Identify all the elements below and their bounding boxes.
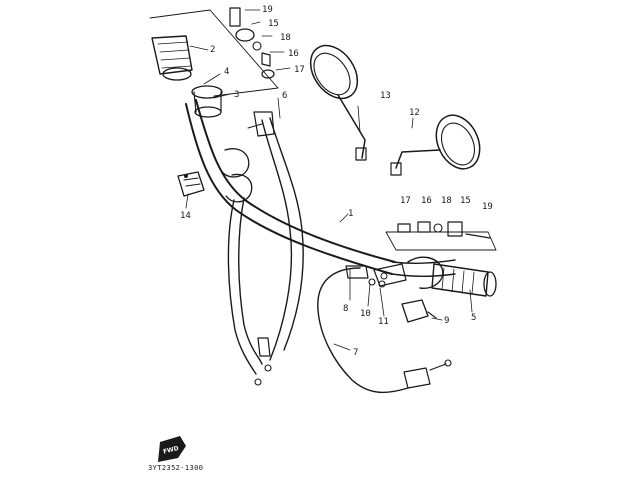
- cable-part-7: [317, 267, 452, 394]
- callout-15: 15: [268, 19, 279, 29]
- callout-5: 5: [471, 313, 476, 323]
- callout-14: 14: [180, 211, 191, 221]
- callout-18: 18: [280, 33, 291, 43]
- callout-6: 6: [282, 91, 287, 101]
- handlebar-assembly: [185, 99, 456, 277]
- right-switch-housing: [373, 256, 444, 289]
- right-bracket-frame: [385, 231, 497, 251]
- callout-7: 7: [353, 348, 358, 358]
- clamp-part-9: [401, 299, 437, 323]
- callout-2: 2: [210, 45, 215, 55]
- callout-labels: 19 15 18 16 17 2 4 3 6 13 12 14 1 17 16 …: [180, 5, 493, 358]
- clamp-part-14: [177, 171, 205, 197]
- left-bracket-frame: [149, 9, 279, 97]
- callout-3: 3: [234, 90, 239, 100]
- forward-direction-badge: FWD: [158, 436, 186, 462]
- cable-connectors: [345, 265, 386, 288]
- left-lever-hardware: [229, 7, 275, 79]
- callout-18-right: 18: [441, 196, 452, 206]
- callout-8: 8: [343, 304, 348, 314]
- throttle-cables: [247, 111, 304, 361]
- callout-1: 1: [348, 209, 353, 219]
- callout-16-right: 16: [421, 196, 432, 206]
- callout-17: 17: [294, 65, 305, 75]
- callout-19-right: 19: [482, 202, 493, 212]
- callout-9: 9: [444, 316, 449, 326]
- left-mirror: [309, 44, 367, 161]
- callout-17-right: 17: [400, 196, 411, 206]
- callout-19: 19: [262, 5, 273, 15]
- callout-11: 11: [378, 317, 389, 327]
- callout-4: 4: [224, 67, 229, 77]
- diagram-part-number: 3YT2352-1300: [148, 464, 203, 472]
- callout-16: 16: [288, 49, 299, 59]
- left-long-cable: [227, 197, 272, 386]
- right-grip: [431, 263, 497, 297]
- leader-lines: [185, 9, 473, 351]
- callout-12: 12: [409, 108, 420, 118]
- callout-13: 13: [380, 91, 391, 101]
- fwd-badge-text: FWD: [162, 445, 179, 456]
- left-grip: [151, 35, 193, 81]
- callout-15-right: 15: [460, 196, 471, 206]
- callout-10: 10: [360, 309, 371, 319]
- right-mirror: [390, 114, 481, 176]
- right-lever-hardware: [397, 221, 491, 239]
